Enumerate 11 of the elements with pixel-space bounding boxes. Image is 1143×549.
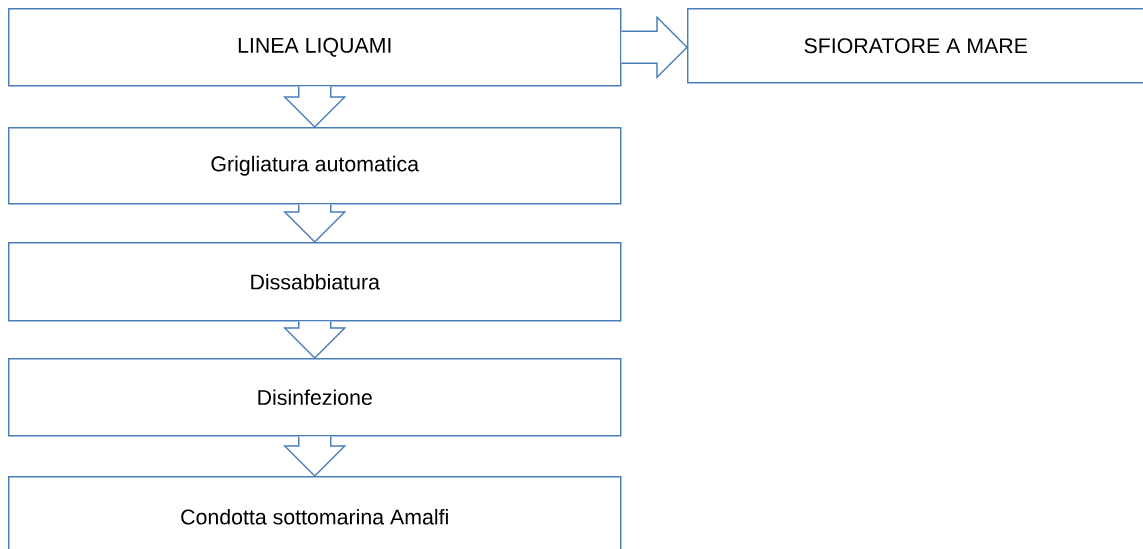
- process-box: Dissabbiatura: [8, 242, 622, 322]
- block-arrow: [282, 203, 347, 244]
- block-arrow: [282, 320, 347, 360]
- process-box: SFIORATORE A MARE: [687, 8, 1143, 84]
- block-arrow: [282, 85, 347, 129]
- process-box: Grigliatura automatica: [8, 127, 622, 205]
- block-arrow: [620, 15, 689, 79]
- process-box: LINEA LIQUAMI: [8, 8, 622, 87]
- process-box: Disinfezione: [8, 358, 622, 437]
- process-box: Condotta sottomarina Amalfi: [8, 476, 622, 549]
- block-arrow: [282, 435, 347, 478]
